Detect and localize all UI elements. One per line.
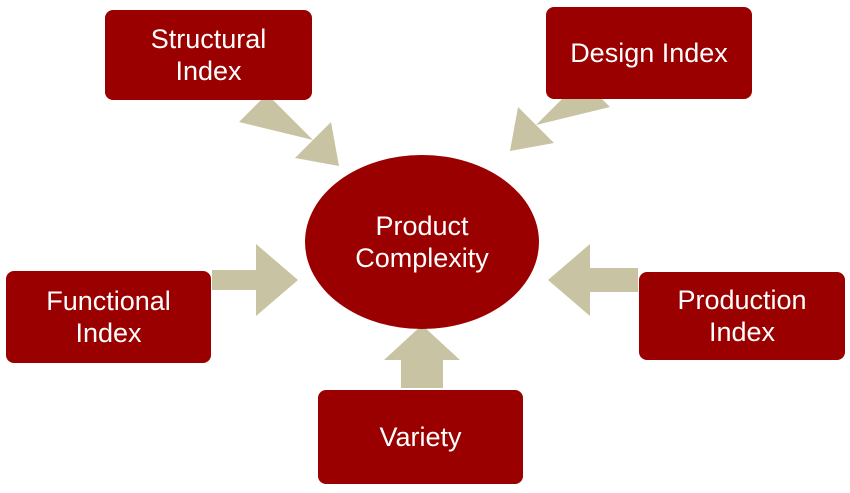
variety-node: Variety [318,390,523,484]
design-index-label: Design Index [570,38,728,68]
arrow-structural [239,94,339,166]
design-index-node: Design Index [546,7,752,99]
production-index-node: Production Index [639,272,845,360]
variety-label: Variety [379,422,462,452]
product-complexity-label: Product Complexity [355,211,489,273]
structural-index-label: Structural Index [150,24,267,86]
functional-index-label: Functional Index [46,286,171,348]
arrow-production [548,244,638,316]
product-complexity-node: Product Complexity [305,155,539,329]
production-index-label: Production Index [677,285,807,347]
functional-index-node: Functional Index [6,271,211,363]
structural-index-node: Structural Index [105,10,312,100]
arrow-functional [212,244,298,316]
arrow-variety [384,325,460,388]
